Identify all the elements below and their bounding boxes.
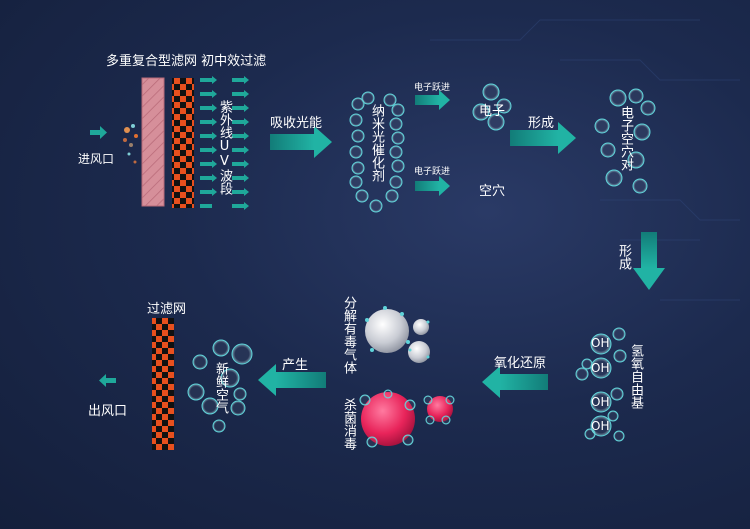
arrow-form [510,122,576,154]
sterilize-label: 杀菌消毒 [341,398,356,450]
fresh-air-label: 新鲜空气 [213,362,228,414]
oh-label-4: OH [591,419,610,433]
electron-bubbles [472,83,512,131]
toxic-gas-spikes [365,306,430,359]
outlet-label: 出风口 [88,404,128,419]
arrow-produce [258,364,326,396]
oh-label-1: OH [591,336,610,350]
electron-transition-label-top: 电子跃进 [414,83,451,93]
redox-label: 氧化还原 [494,356,547,371]
produce-label: 产生 [282,358,309,373]
arrow-form-down [633,232,665,290]
catalyst-label: 纳米光催化剂 [369,104,384,182]
electron-transition-label-bottom: 电子跃进 [414,167,451,177]
pink-pre-filter [141,77,165,207]
oh-label-3: OH [591,395,610,409]
electron-label: 电子 [479,104,506,119]
inlet-label: 进风口 [78,152,115,166]
pair-bubbles [594,88,656,194]
pair-label: 电子空穴对 [618,106,633,171]
filter-label: 过滤网 [147,302,187,317]
catalyst-bubbles [349,91,405,213]
outlet-arrow [99,374,116,387]
arrow-electron-transition-top [415,90,450,110]
checker-filter-outlet [152,318,174,450]
form-label: 形成 [528,116,555,131]
background-circuit-lines [430,19,740,301]
hole-label: 空穴 [479,184,506,199]
form-down-label: 形成 [616,244,631,270]
absorb-label: 吸收光能 [270,116,323,131]
fresh-air-bubbles [187,339,253,433]
title-text: 多重复合型滤网 初中效过滤 [106,54,267,69]
inlet-arrow [90,126,107,139]
arrow-absorb [270,126,332,158]
uv-rays [200,76,249,210]
radical-bubbles [575,327,627,442]
arrow-electron-transition-bottom [415,176,450,196]
germ-spikes [359,389,455,448]
arrow-redox [482,366,548,398]
checker-filter-top [172,78,194,208]
uv-label: 紫外线UV波段 [217,100,232,195]
toxic-gas-spheres [365,309,430,363]
dust-particles [123,124,138,164]
radical-label: 氢氧自由基 [628,344,643,409]
oh-label-2: OH [591,361,610,375]
decompose-label: 分解有毒气体 [341,296,356,374]
